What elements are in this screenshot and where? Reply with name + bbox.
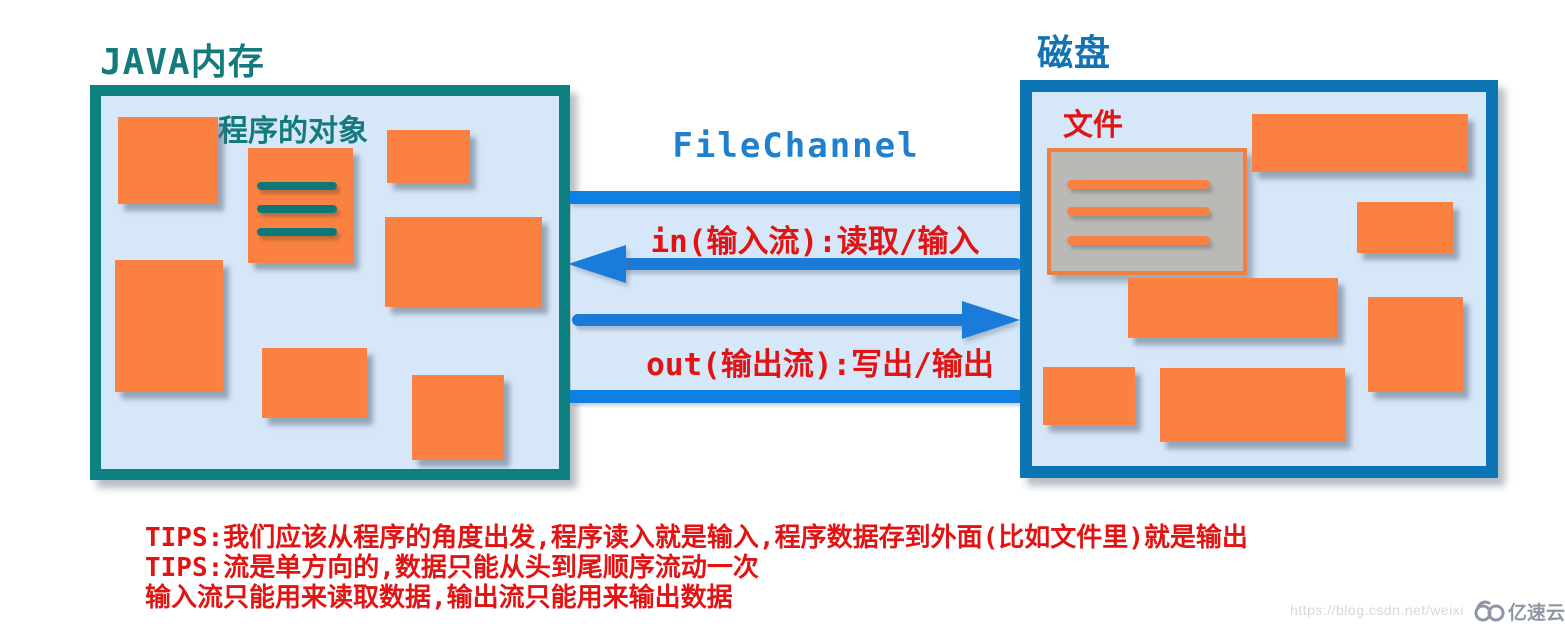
document-line [257, 182, 337, 190]
file-label: 文件 [1063, 109, 1123, 142]
tips-line-1: TIPS:我们应该从程序的角度出发,程序读入就是输入,程序数据存到外面(比如文件… [145, 523, 1248, 553]
memory-object-block [115, 260, 223, 392]
out-arrow-shaft [572, 314, 968, 326]
channel-bottom-edge [570, 390, 1022, 403]
tips-block: TIPS:我们应该从程序的角度出发,程序读入就是输入,程序数据存到外面(比如文件… [145, 523, 1248, 613]
disk-file-block [1043, 367, 1135, 425]
memory-object-block [118, 117, 218, 204]
memory-object-document-block [248, 148, 353, 263]
watermark-url: https://blog.csdn.net/weixi [1290, 602, 1464, 618]
cloud-logo-icon [1472, 599, 1506, 628]
in-stream-label: in(输入流):读取/输入 [650, 224, 980, 260]
disk-file-block [1160, 368, 1345, 442]
memory-object-block [412, 375, 504, 460]
memory-object-block [262, 348, 367, 418]
disk-file-block [1368, 297, 1463, 392]
file-line [1067, 236, 1210, 245]
file-line [1067, 180, 1210, 189]
disk-title: 磁盘 [1037, 33, 1112, 74]
memory-object-block [387, 130, 470, 183]
out-arrowhead-icon [962, 301, 1020, 339]
out-stream-label: out(输出流):写出/输出 [646, 347, 994, 383]
in-arrow-shaft [620, 258, 1022, 270]
memory-object-block [385, 217, 542, 307]
disk-file-block [1357, 202, 1453, 253]
channel-top-edge [570, 191, 1022, 204]
watermark-brand: 亿速云 [1508, 603, 1565, 624]
java-memory-title: JAVA内存 [100, 42, 265, 83]
document-line [257, 228, 337, 236]
channel-pipe [571, 203, 1020, 391]
program-objects-label: 程序的对象 [218, 115, 368, 148]
in-arrowhead-icon [568, 245, 626, 283]
file-document-block [1047, 148, 1247, 275]
tips-line-2: TIPS:流是单方向的,数据只能从头到尾顺序流动一次 [145, 553, 759, 583]
filechannel-title: FileChannel [672, 126, 920, 166]
document-line [257, 205, 337, 213]
disk-file-block [1252, 114, 1468, 172]
file-line [1067, 207, 1210, 216]
tips-line-3: 输入流只能用来读取数据,输出流只能用来输出数据 [145, 583, 733, 613]
disk-file-block [1128, 278, 1338, 338]
